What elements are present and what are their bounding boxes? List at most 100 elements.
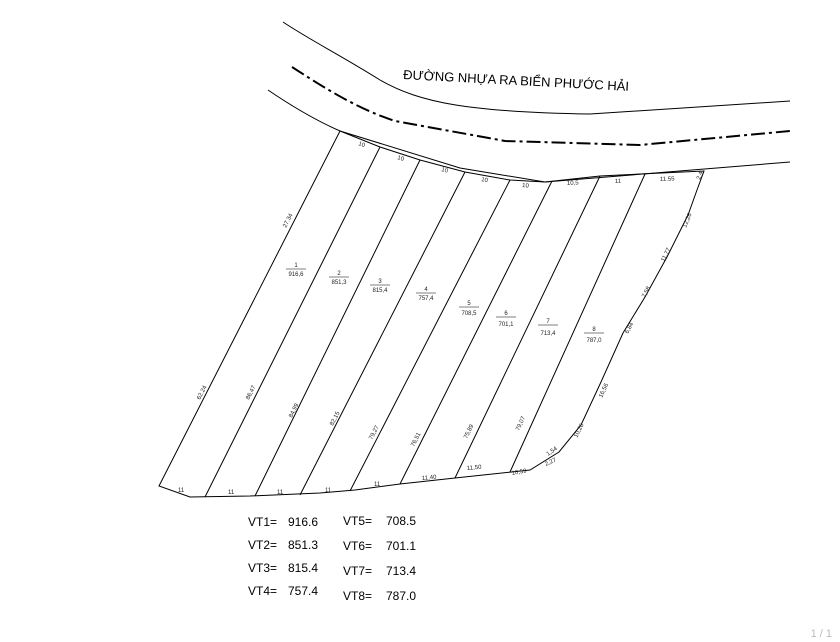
dim-label: 2.4 [696,170,705,181]
dim-label: 2,27 [544,457,558,468]
legend-value: 757.4 [288,584,319,598]
divider-4-5 [349,179,511,492]
legend-value: 701.1 [386,539,417,553]
lot-number: 2 [337,271,341,277]
road-edge-bottom [267,89,791,183]
dim-label: 11 [615,179,622,185]
legend-row: VT2= 851.3 [248,538,318,561]
dim-label: 10 [522,183,530,190]
lot-labels: 1 916,6 2 851,3 3 815,4 4 757,4 5 708,5 … [286,263,604,344]
legend-row: VT8= 787.0 [343,589,416,614]
legend-value: 851.3 [288,538,319,552]
road-name-label: ĐƯỜNG NHỰA RA BIỂN PHƯỚC HẢI [403,67,630,94]
legend-key: VT4= [248,584,278,598]
dim-label: 11,50 [467,465,483,472]
legend-value: 916.6 [288,515,319,529]
legend-row: VT4= 757.4 [248,584,318,607]
dim-label: 12,26 [682,212,693,229]
lot-area: 708,5 [461,311,477,317]
dim-label: 79,27 [368,424,381,441]
dim-label: 11 [228,490,235,496]
legend-value: 815.4 [288,561,319,575]
dim-label: 10,5 [567,180,580,187]
dim-label: 10 [357,141,366,149]
dim-label: 84,99 [288,402,300,419]
lot-label-2: 2 851,3 [329,271,349,286]
dim-label: 27.34 [282,212,294,229]
lot-number: 1 [294,263,298,269]
lot-label-6: 6 701,1 [496,311,516,328]
dim-label: 10 [440,167,449,175]
lot-boundary [158,130,705,498]
dim-label: 82,15 [329,410,341,427]
legend-row: VT3= 815.4 [248,561,318,584]
area-legend-left: VT1= 916.6 VT2= 851.3 VT3= 815.4 VT4= 757.4 [248,515,318,607]
dim-label: 10 [481,177,489,184]
legend-key: VT7= [343,564,373,578]
lot-label-5: 5 708,5 [459,301,479,317]
top-dimensions: 10 10 10 10 10 10,5 11 11.55 2.4 [357,141,705,189]
divider-7-8 [509,173,646,473]
legend-row: VT1= 916.6 [248,515,318,538]
dim-label: 11 [374,482,381,488]
road-centerline [291,66,791,147]
road-edge-top [282,21,791,115]
divider-5-6 [399,180,553,485]
dim-label: 76,51 [410,431,422,448]
lot-number: 4 [424,287,428,293]
right-side-dimensions: 12,26 11,77 7,58 6,84 16,56 10,26 [573,212,693,439]
lot-area: 815,4 [372,288,388,294]
lot-number: 5 [467,301,471,307]
dim-label: 10,26 [573,422,585,439]
dim-label: 86,47 [245,384,257,401]
legend-key: VT5= [343,514,373,528]
legend-key: VT3= [248,561,278,575]
lot-label-3: 3 815,4 [370,279,390,294]
dim-label: 10,59 [511,468,527,477]
lot-label-1: 1 916,6 [286,263,306,278]
lot-area: 757,4 [418,296,434,302]
lot-label-7: 7 713,4 [538,319,558,337]
dim-label: 10 [396,155,405,163]
lot-area: 787,0 [586,338,602,344]
divider-2-3 [254,159,421,497]
divider-1-2 [204,146,381,498]
legend-row: VT6= 701.1 [343,539,416,564]
lot-area: 701,1 [498,322,514,328]
lot-number: 7 [546,319,550,325]
lot-dividers [204,146,646,498]
lot-number: 6 [504,311,508,317]
legend-row: VT7= 713.4 [343,564,416,589]
lot-label-8: 8 787,0 [584,327,604,344]
legend-key: VT6= [343,539,373,553]
dim-label: 11 [178,488,185,494]
legend-row: VT5= 708.5 [343,514,416,539]
lot-number: 8 [592,327,596,333]
page-indicator: 1 / 1 [810,628,832,640]
divider-3-4 [299,171,466,496]
lot-area: 713,4 [540,331,556,337]
lot-label-4: 4 757,4 [416,287,436,302]
lot-area: 916,6 [288,272,304,278]
legend-key: VT2= [248,538,278,552]
legend-value: 713.4 [386,564,417,578]
legend-key: VT1= [248,515,278,529]
dim-label: 75,89 [463,423,475,440]
dim-label: 11 [325,488,332,494]
lot-area: 851,3 [331,280,347,286]
legend-value: 708.5 [386,514,417,528]
lot-number: 3 [378,279,382,285]
left-side-dimensions: 27.34 62.24 [196,212,294,401]
legend-key: VT8= [343,589,373,603]
dim-label: 79,07 [515,415,527,432]
legend-value: 787.0 [386,589,417,603]
dim-label: 11 [277,490,284,496]
dim-label: 11.55 [660,176,675,183]
dim-label: 6,84 [624,321,635,335]
dim-label: 11,40 [422,475,438,482]
dim-label: 7,58 [641,285,652,299]
bottom-dimensions: 11 11 11 11 11 11,40 11,50 10,59 2,27 1,… [178,446,559,496]
area-legend-right: VT5= 708.5 VT6= 701.1 VT7= 713.4 VT8= 787.0 [343,514,416,614]
divider-6-7 [454,175,601,479]
